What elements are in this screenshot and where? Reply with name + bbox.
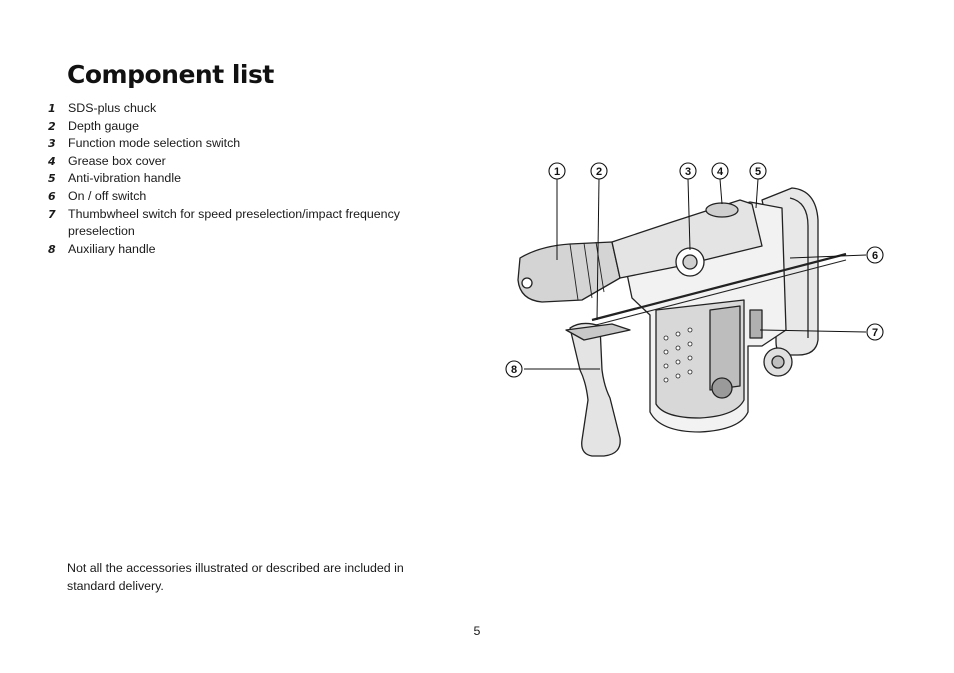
list-item: 5 Anti-vibration handle: [48, 170, 428, 188]
item-label: Auxiliary handle: [68, 241, 156, 256]
callout-2: 2: [590, 162, 608, 180]
item-label: SDS-plus chuck: [68, 101, 157, 115]
list-item: 8 Auxiliary handle: [48, 241, 428, 259]
list-item: 7 Thumbwheel switch for speed preselectio…: [48, 206, 428, 241]
callout-5: 5: [749, 162, 767, 180]
svg-text:8: 8: [511, 364, 517, 376]
callout-7: 7: [866, 323, 884, 341]
item-label: Grease box cover: [68, 153, 166, 168]
item-number: 2: [48, 119, 56, 133]
list-item: 1 SDS-plus chuck: [48, 100, 428, 118]
svg-text:5: 5: [755, 166, 761, 178]
item-label: On / off switch: [68, 188, 147, 203]
item-number: 8: [48, 242, 56, 256]
page-title: Component list: [67, 60, 274, 89]
callout-1: 1: [548, 162, 566, 180]
svg-text:7: 7: [872, 327, 878, 339]
item-number: 5: [48, 172, 56, 186]
list-item: 3 Function mode selection switch: [48, 135, 428, 153]
svg-text:1: 1: [554, 166, 560, 178]
page-number: 5: [473, 624, 481, 638]
callout-6: 6: [866, 246, 884, 264]
list-item: 4 Grease box cover: [48, 153, 428, 171]
svg-text:3: 3: [685, 166, 691, 178]
item-label: Function mode selection switch: [68, 136, 241, 151]
rotary-hammer-drill-illustration: 1 2 3 4 5 6 7 8: [505, 162, 884, 457]
callout-3: 3: [679, 162, 697, 180]
list-item: 6 On / off switch: [48, 188, 428, 206]
component-list: 1 SDS-plus chuck 2 Depth gauge 3 Function m…: [48, 100, 428, 258]
svg-text:2: 2: [596, 166, 602, 178]
svg-text:4: 4: [717, 166, 724, 178]
callout-8: 8: [505, 360, 523, 378]
item-number: 1: [48, 102, 56, 115]
item-number: 4: [48, 154, 56, 168]
callout-4: 4: [711, 162, 729, 180]
item-number: 7: [48, 207, 56, 221]
list-item: 2 Depth gauge: [48, 118, 428, 136]
delivery-note: Not all the accessories illustrated or d…: [67, 561, 404, 593]
svg-text:6: 6: [872, 250, 878, 262]
item-label: Depth gauge: [68, 118, 139, 133]
item-number: 3: [48, 137, 56, 151]
item-number: 6: [48, 189, 56, 203]
item-label: Thumbwheel switch for speed preselection…: [68, 206, 400, 239]
item-label: Anti-vibration handle: [68, 171, 181, 186]
